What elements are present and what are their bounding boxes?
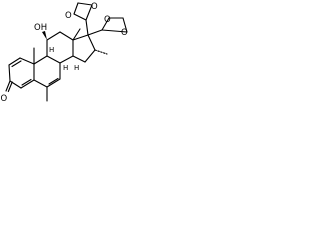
- dioxolane-17: O O: [87, 15, 128, 38]
- h-c8-label: H: [74, 64, 79, 72]
- c16-methyl: [94, 49, 108, 55]
- c13-methyl-bond: [72, 28, 81, 41]
- ring-b: [33, 55, 61, 88]
- ring-a: [8, 57, 35, 89]
- ring-d: [72, 34, 96, 63]
- ring-c: [46, 31, 74, 64]
- hydroxyl-label: OH: [34, 23, 47, 33]
- dioxolane-20: O O: [65, 2, 98, 36]
- dioxolane-o4-label: O: [121, 28, 128, 38]
- ketone-oxygen-label: O: [1, 94, 8, 104]
- dioxolane-o1-label: O: [65, 11, 72, 21]
- h-c9-label: H: [49, 46, 54, 54]
- hydroxyl-group: OH: [34, 23, 47, 40]
- ketone-group: O: [1, 80, 13, 104]
- dioxolane-o3-label: O: [104, 15, 111, 25]
- steroid-structure-diagram: O OH H H H: [1, 2, 129, 104]
- h-c14-label: H: [63, 64, 68, 72]
- dioxolane-o2-label: O: [91, 2, 98, 12]
